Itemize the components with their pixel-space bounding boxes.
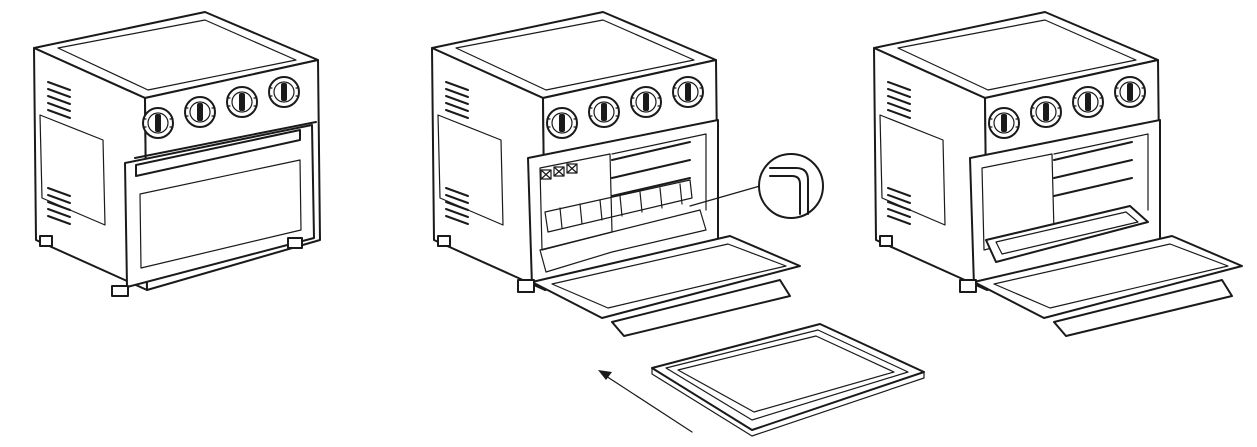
oven-closed	[33, 11, 321, 297]
knob-2	[1030, 96, 1062, 128]
door-handle	[611, 279, 791, 337]
door-handle	[135, 129, 301, 177]
knob-3	[226, 86, 258, 118]
door-handle	[1053, 279, 1233, 337]
knob-2	[588, 96, 620, 128]
knob-4	[1114, 76, 1146, 108]
knob-4	[672, 76, 704, 108]
oven-open-with-pan	[873, 11, 1243, 337]
oven-open-with-rack	[431, 11, 801, 337]
insert-arrow	[598, 370, 693, 433]
foot	[287, 237, 303, 249]
knob-1	[546, 107, 578, 139]
knob-2	[184, 96, 216, 128]
knob-1	[988, 107, 1020, 139]
foot	[959, 279, 977, 293]
foot	[111, 285, 129, 297]
foot	[437, 235, 451, 247]
knob-4	[268, 76, 300, 108]
knob-3	[630, 86, 662, 118]
knob-1	[142, 107, 174, 139]
foot	[517, 279, 535, 293]
baking-pan	[651, 323, 925, 437]
open-door	[531, 235, 801, 319]
wire-rack	[544, 179, 693, 233]
open-door	[973, 235, 1243, 319]
foot	[879, 235, 893, 247]
knob-3	[1072, 86, 1104, 118]
callout-leader	[689, 185, 761, 207]
arrow-head-icon	[598, 370, 612, 380]
detail-callout	[758, 153, 824, 219]
foot	[39, 235, 53, 247]
